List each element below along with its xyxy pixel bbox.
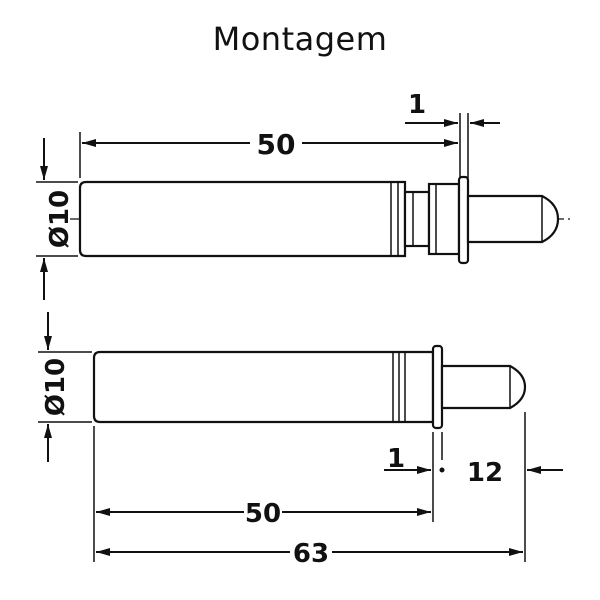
bottom-flange bbox=[431, 344, 444, 430]
bottom-pin bbox=[440, 364, 527, 410]
top-diameter-label: Ø10 bbox=[45, 190, 75, 248]
bottom-body bbox=[92, 350, 435, 424]
bottom-flange-label: 1 bbox=[387, 444, 405, 474]
top-collar bbox=[427, 182, 461, 256]
bottom-tip-label: 12 bbox=[467, 458, 503, 488]
bottom-diameter-label: Ø10 bbox=[41, 358, 71, 416]
top-pin bbox=[466, 194, 560, 244]
top-view: 50 1 Ø10 bbox=[36, 90, 572, 300]
top-neck bbox=[403, 190, 431, 248]
bottom-1-dot bbox=[439, 467, 445, 473]
drawing-title: Montagem bbox=[212, 20, 388, 58]
bottom-view: Ø10 1 12 50 63 bbox=[38, 312, 563, 569]
top-flange bbox=[457, 175, 470, 265]
bottom-length-label: 50 bbox=[245, 499, 281, 529]
top-body bbox=[78, 180, 407, 258]
bottom-total-label: 63 bbox=[293, 539, 329, 569]
top-offset-label: 1 bbox=[408, 90, 426, 120]
top-length-label: 50 bbox=[257, 128, 296, 161]
